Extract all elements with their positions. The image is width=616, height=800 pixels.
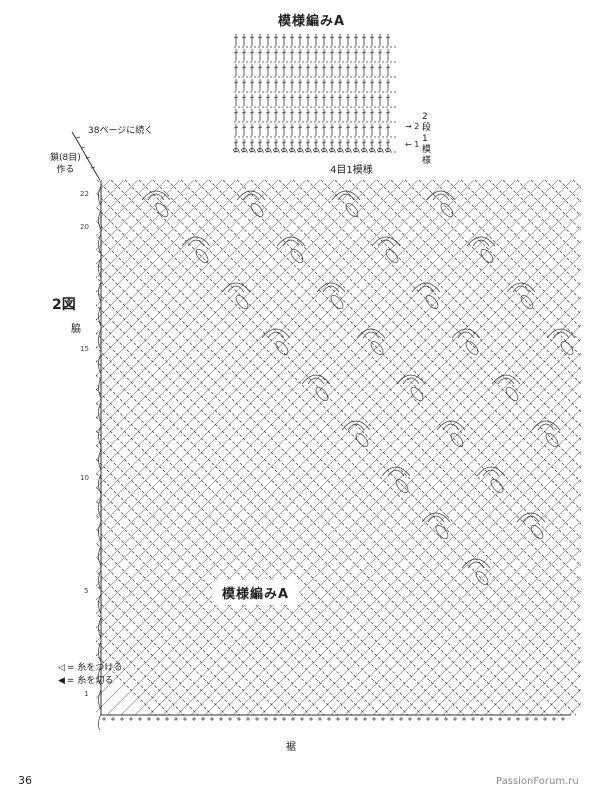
- rows-repeat-note: 2 段 1 模 様: [422, 112, 432, 166]
- row-number-1: 1: [84, 690, 89, 698]
- row-number-20: 20: [80, 223, 89, 231]
- legend: ◁ = 糸をつける ◀ = 糸を切る: [58, 662, 122, 688]
- hem-label: 裾: [286, 742, 296, 753]
- chain-arrow: [71, 131, 101, 181]
- row-marker-2: → 2: [405, 122, 420, 131]
- continue-note: 38ページに続く: [88, 126, 154, 136]
- swatch-title: 模様編みA: [278, 14, 346, 29]
- row-marker-1: ← 1: [405, 140, 420, 149]
- pattern-label: 模様編みA: [212, 580, 300, 605]
- legend-item-cut-yarn: ◀ = 糸を切る: [58, 676, 114, 686]
- crochet-chart: [96, 179, 581, 730]
- cut-yarn-icon: ◀: [58, 676, 65, 686]
- legend-item-attach-yarn: ◁ = 糸をつける: [58, 663, 123, 673]
- attach-yarn-icon: ◁: [58, 663, 65, 673]
- row-number-15: 15: [80, 345, 89, 353]
- chain-note: 鎖(8目) 作る: [50, 153, 81, 175]
- row-number-10: 10: [80, 474, 89, 482]
- row-number-5: 5: [84, 587, 89, 595]
- swatch-diagram: [233, 34, 398, 153]
- stitch-repeat-label: 4目1模様: [330, 165, 373, 176]
- watermark: PassionForum.ru: [496, 776, 579, 787]
- row-number-22: 22: [80, 190, 89, 198]
- figure-number: 2図: [52, 297, 76, 313]
- page-number: 36: [18, 774, 32, 787]
- side-label: 脇: [71, 324, 81, 335]
